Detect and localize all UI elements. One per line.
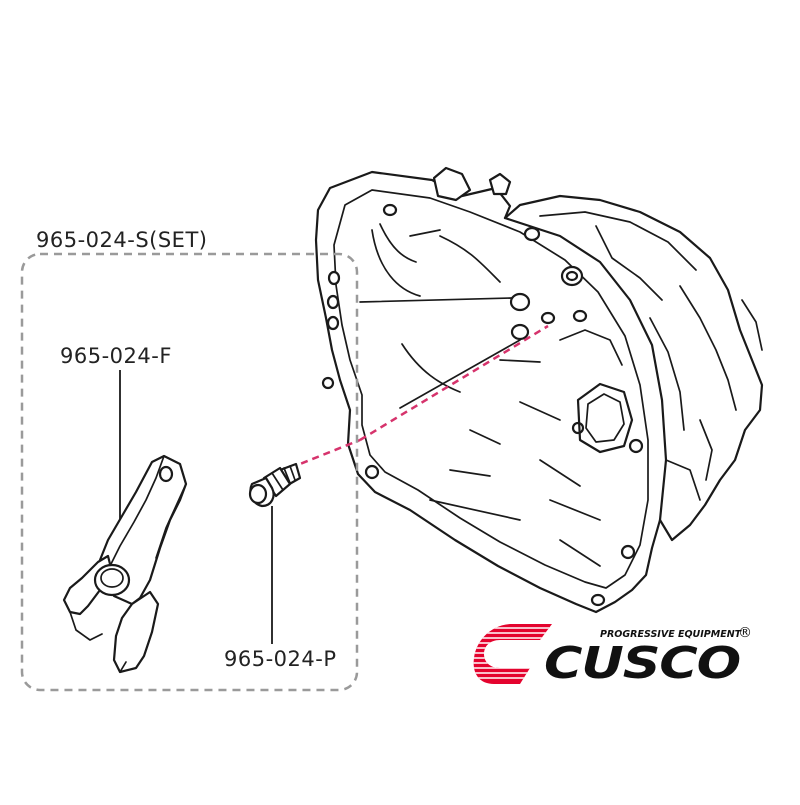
set-part-number: 965-024-S(SET) <box>36 228 207 252</box>
logo-tagline: PROGRESSIVE EQUIPMENT <box>600 629 743 640</box>
release-fork <box>62 454 188 674</box>
flange-bolt-holes <box>321 203 644 607</box>
fork-part-number: 965-024-F <box>60 344 172 368</box>
registered-mark: ® <box>738 625 752 641</box>
pivot-ball-stud <box>248 462 302 508</box>
set-boundary <box>20 252 359 692</box>
logo-brand: CUSCO <box>544 638 740 689</box>
pivot-part-number: 965-024-P <box>224 647 336 671</box>
install-line <box>289 324 549 470</box>
transmission-housing <box>314 166 764 614</box>
cusco-logo: PROGRESSIVE EQUIPMENT ® CUSCO <box>473 624 752 689</box>
